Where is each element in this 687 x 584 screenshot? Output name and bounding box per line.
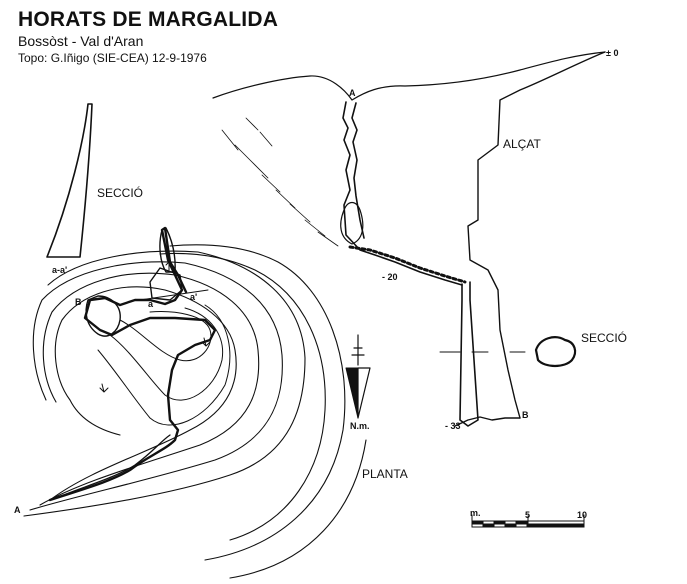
plan-label: PLANTA xyxy=(362,467,408,481)
outer-wall xyxy=(467,51,606,419)
cross-section-aa xyxy=(46,103,93,258)
plan-point-b: B xyxy=(75,297,82,307)
contour-3 xyxy=(29,261,283,511)
scale-tick-5: 5 xyxy=(525,510,531,520)
rubble-slope xyxy=(348,245,467,284)
contour-6 xyxy=(169,244,346,561)
plan-chamber-b xyxy=(85,295,121,337)
contour-1 xyxy=(49,286,237,501)
pit-bottom xyxy=(454,416,521,427)
north-arrow-left xyxy=(345,367,359,419)
north-arrow-line xyxy=(351,334,365,366)
section-marker-aa xyxy=(139,289,209,301)
cross-section-right xyxy=(534,336,577,368)
scale-unit: m. xyxy=(470,508,481,518)
section-a-prime-mark: a' xyxy=(190,292,198,302)
depth-20: - 20 xyxy=(382,272,398,282)
deep-pit xyxy=(459,281,479,427)
hillside-hatching xyxy=(221,117,339,247)
elevation-label: ALÇAT xyxy=(503,137,541,151)
section-a-mark: a xyxy=(148,299,154,309)
aa-prime-label: a-a' xyxy=(52,265,68,275)
contour-5 xyxy=(159,252,326,541)
section-label-right: SECCIÓ xyxy=(581,331,628,345)
survey-credit: Topo: G.Iñigo (SIE-CEA) 12-9-1976 xyxy=(18,51,207,65)
map-title: HORATS DE MARGALIDA xyxy=(18,8,279,31)
map-subtitle: Bossòst - Val d'Aran xyxy=(18,33,144,49)
slope-arrow-3 xyxy=(165,261,173,271)
elevation-point-a: A xyxy=(349,88,356,98)
depth-33: - 33 xyxy=(445,421,461,431)
slope-arrow-2 xyxy=(201,337,211,347)
contour-inner-3 xyxy=(97,304,231,426)
entrance-shaft xyxy=(342,101,463,286)
contour-2 xyxy=(39,272,260,506)
plan-chamber-main xyxy=(149,267,183,301)
slope-arrow-1 xyxy=(99,383,109,393)
contour-7 xyxy=(229,439,367,579)
contour-4 xyxy=(23,250,306,517)
plan-passage xyxy=(48,226,217,502)
contour-inner-1 xyxy=(119,311,212,362)
scale-bar xyxy=(471,514,585,528)
surface-profile xyxy=(212,51,606,101)
north-label: N.m. xyxy=(350,421,370,431)
elevation-point-b: B xyxy=(522,410,529,420)
plan-side-passage xyxy=(159,227,176,273)
plan-point-a: A xyxy=(14,505,21,515)
north-arrow-right xyxy=(357,367,371,419)
scale-tick-10: 10 xyxy=(577,510,588,520)
depth-zero: ± 0 xyxy=(606,48,619,58)
section-label-left: SECCIÓ xyxy=(97,186,144,200)
chamber-bulge xyxy=(340,201,364,245)
plan-passage-inner xyxy=(55,434,171,499)
